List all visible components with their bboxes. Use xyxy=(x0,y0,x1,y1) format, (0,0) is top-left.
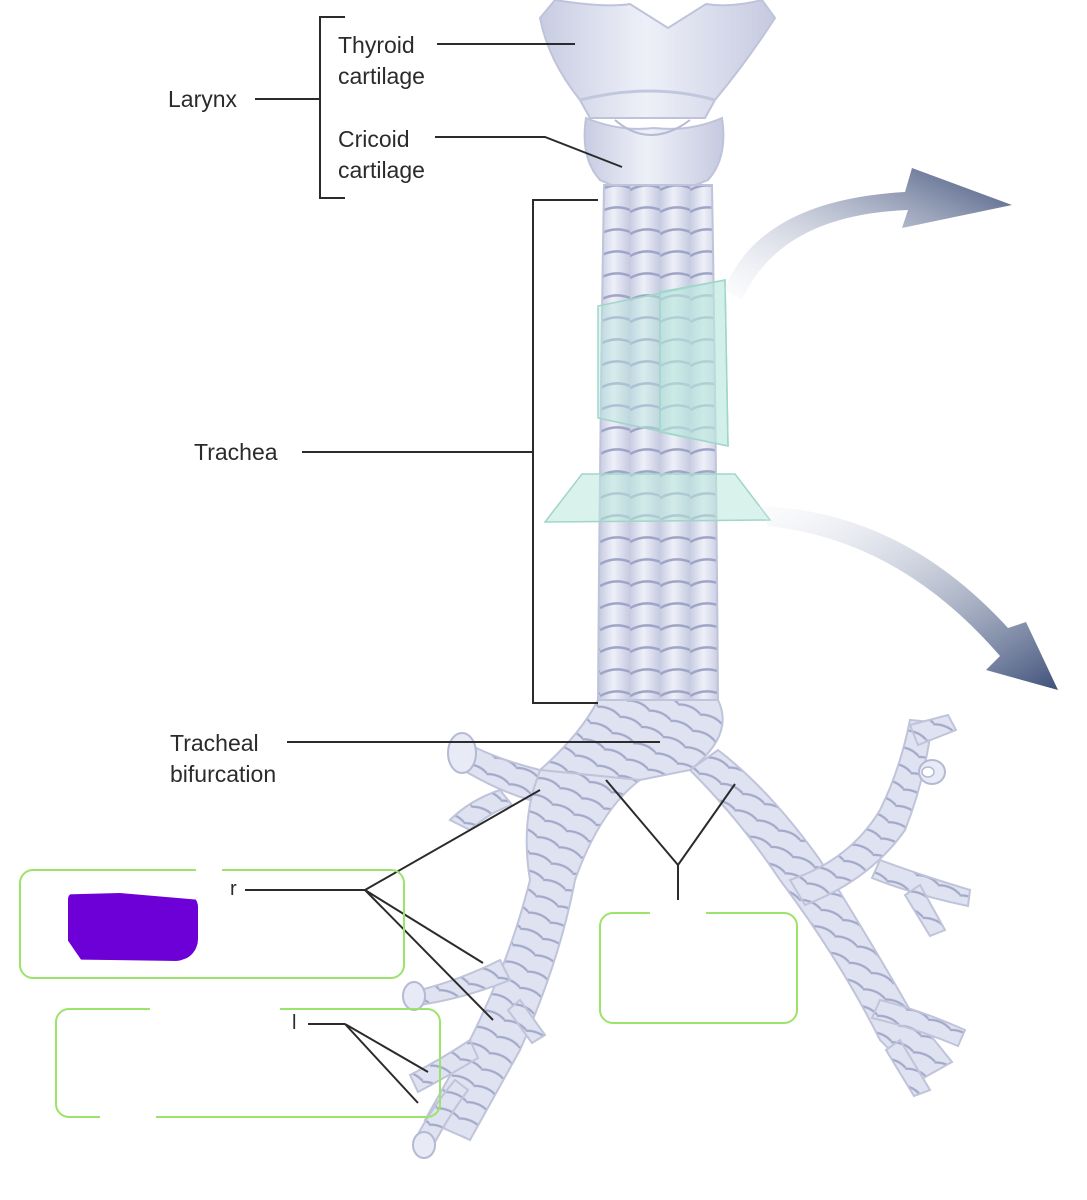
answer-fragment-r: r xyxy=(230,878,237,900)
answer-box-right[interactable] xyxy=(599,912,798,1024)
lower-arrow xyxy=(758,506,1058,690)
trachea-label: Trachea xyxy=(194,439,278,465)
larynx-label: Larynx xyxy=(168,86,238,112)
cricoid-cartilage xyxy=(583,116,725,194)
cricoid-cartilage-label: Cricoid cartilage xyxy=(338,126,425,183)
answer-box-lower-left[interactable] xyxy=(55,1008,441,1118)
redaction-mark xyxy=(68,893,198,961)
trachea-tube xyxy=(596,184,720,701)
carina xyxy=(537,699,724,782)
tracheal-bifurcation-label: Tracheal bifurcation xyxy=(170,730,277,787)
transverse-plane xyxy=(543,473,772,523)
thyroid-cartilage xyxy=(538,0,777,119)
thyroid-cartilage-label: Thyroid cartilage xyxy=(338,32,425,89)
answer-fragment-l: l xyxy=(292,1012,297,1034)
right-main-bronchus xyxy=(423,768,643,1142)
upper-arrow xyxy=(724,168,1012,300)
leader-lines xyxy=(245,16,736,1104)
